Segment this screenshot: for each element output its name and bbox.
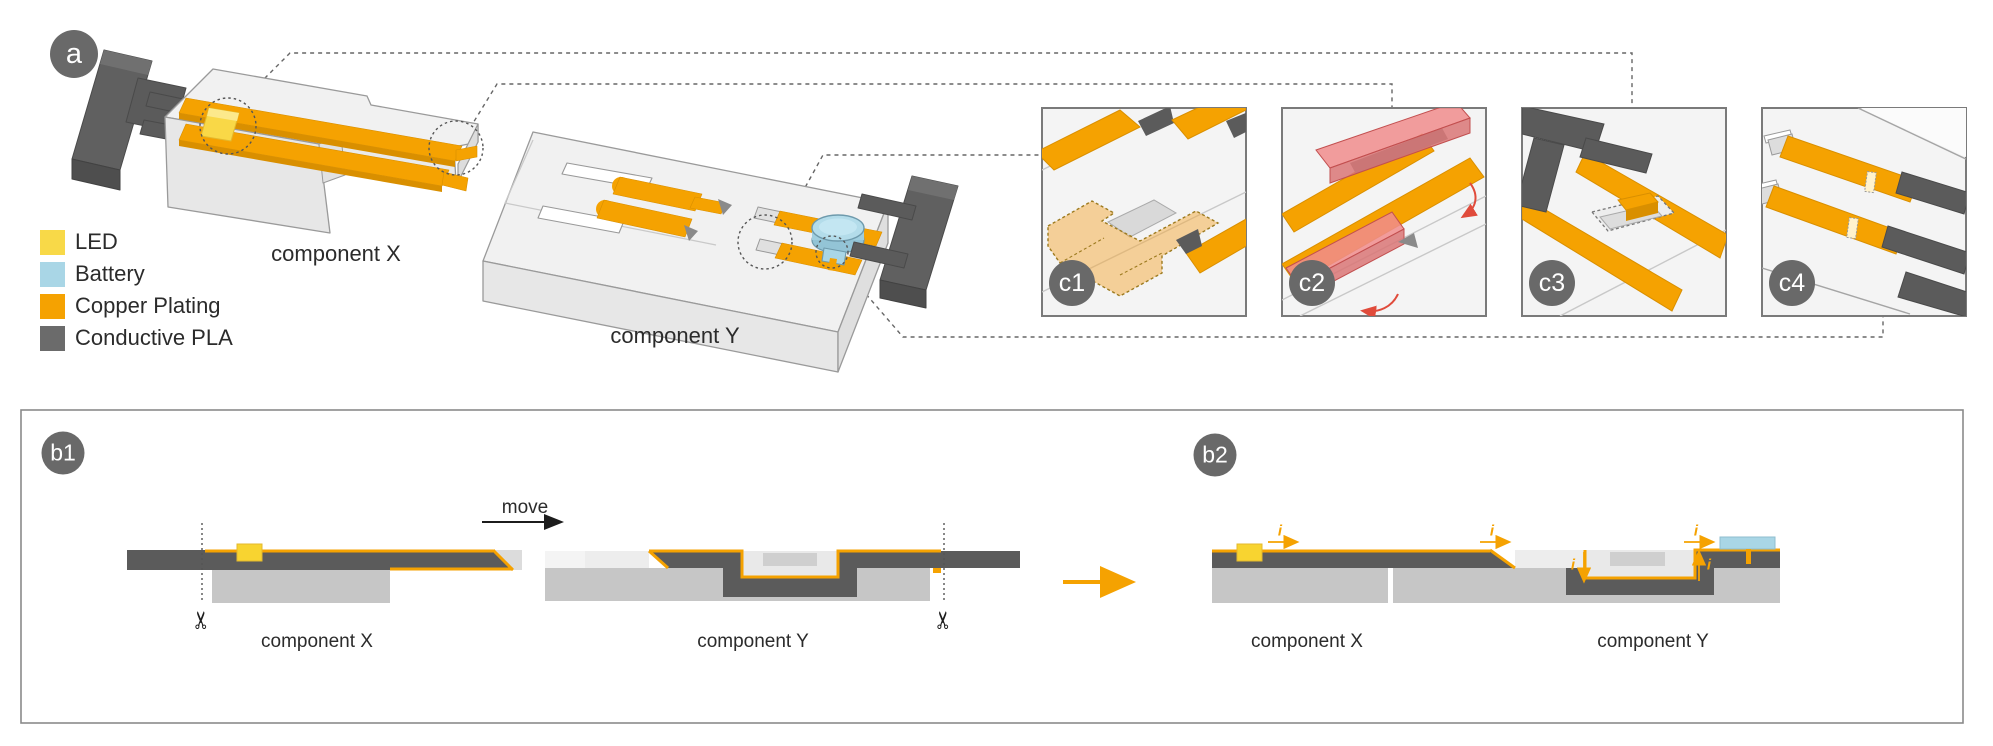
b1-component-y-label: component Y (697, 631, 809, 652)
current-i-symbol: i (1489, 522, 1495, 540)
legend-item-led: LED (40, 226, 233, 258)
copper-swatch-icon (40, 293, 65, 319)
detail-c2-badge: c2 (1289, 260, 1335, 306)
b2-joined-section (1212, 534, 1780, 603)
current-i-symbol: i (1693, 522, 1699, 540)
component-y-label: component Y (610, 323, 740, 348)
detail-circle-y-slot (737, 214, 793, 270)
legend-item-battery: Battery (40, 258, 233, 290)
legend-label: Copper Plating (75, 293, 221, 318)
component-x-led (200, 107, 240, 142)
detail-circle-y-battery (815, 235, 849, 269)
component-y-connector-pla (849, 175, 959, 309)
component-x-drawing (71, 49, 484, 234)
detail-c4-art (1762, 108, 1966, 316)
legend-label: Battery (75, 261, 145, 286)
scissors-icon: ✂ (930, 609, 958, 631)
b1-component-x-label: component X (261, 631, 373, 652)
detail-c3-art (1522, 108, 1726, 316)
move-label: move (501, 497, 549, 518)
legend-item-copper: Copper Plating (40, 290, 233, 322)
scissors-icon: ✂ (188, 609, 216, 631)
current-i-symbol: i (1570, 556, 1576, 574)
component-x-copper-traces (178, 97, 478, 192)
panel-b1-badge: b1 (41, 431, 85, 475)
component-y-battery (811, 214, 865, 271)
component-x-label: component X (271, 241, 401, 266)
detail-c1-badge: c1 (1049, 260, 1095, 306)
b1-component-x-section (127, 523, 522, 603)
pla-swatch-icon (40, 325, 65, 351)
component-y-copper-traces (596, 176, 883, 276)
panel-a-badge: a (50, 30, 98, 78)
current-i-symbol: i (1277, 522, 1283, 540)
b1-component-y-section (545, 523, 1020, 603)
detail-c3-badge: c3 (1529, 260, 1575, 306)
led-swatch-icon (40, 229, 65, 255)
battery-swatch-icon (40, 261, 65, 287)
b2-component-x-label: component X (1251, 631, 1363, 652)
component-y-drawing (482, 131, 959, 373)
current-i-symbol: i (1706, 556, 1712, 574)
legend-label: Conductive PLA (75, 325, 233, 350)
legend-item-pla: Conductive PLA (40, 322, 233, 354)
legend-label: LED (75, 229, 118, 254)
b2-component-y-label: component Y (1597, 631, 1709, 652)
detail-circle-x-tip (428, 120, 484, 176)
detail-c4-badge: c4 (1769, 260, 1815, 306)
material-legend: LED Battery Copper Plating Conductive PL… (40, 226, 233, 354)
detail-circle-led (199, 97, 257, 155)
panel-b2-badge: b2 (1193, 433, 1237, 477)
